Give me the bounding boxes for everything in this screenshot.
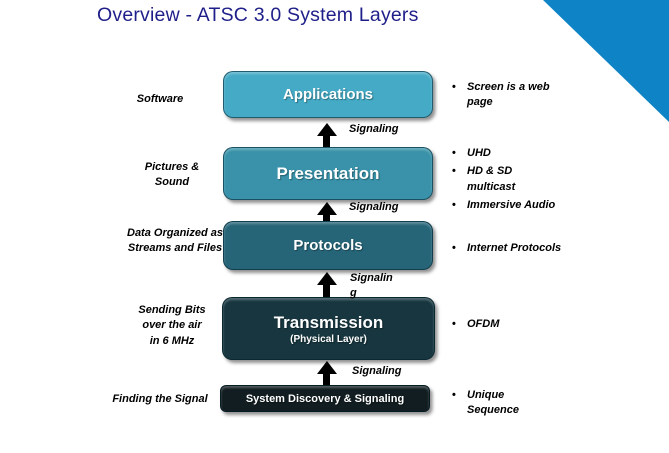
list-item: • Immersive Audio [452, 198, 582, 213]
bullet-text: UHD [467, 147, 491, 159]
arrow-head [316, 272, 337, 285]
list-item: • OFDM [452, 317, 582, 332]
layer-box-label: Presentation [276, 163, 380, 183]
bullet-text: OFDM [467, 318, 500, 330]
bullet-text: Internet Protocols [467, 242, 562, 254]
up-arrow-icon [316, 123, 337, 147]
page-title: Overview - ATSC 3.0 System Layers [97, 4, 419, 26]
left-label-software: Software [136, 93, 184, 105]
bullet-icon: • [452, 318, 456, 330]
bullet-icon: • [452, 389, 456, 401]
bullet-list-protocols: • Internet Protocols [452, 241, 612, 256]
signaling-label: Signaling [349, 123, 399, 135]
list-item: • Screen is a web page [452, 80, 582, 111]
layer-box-protocols: Protocols [223, 221, 433, 270]
bullet-text: HD & SD multicast [467, 165, 516, 193]
arrow-head [316, 202, 337, 215]
arrow-shaft [323, 374, 330, 385]
bullet-text: Screen is a web page [467, 81, 550, 109]
bullet-icon: • [452, 242, 456, 254]
layer-box-system-discovery: System Discovery & Signaling [220, 385, 430, 412]
list-item: • UHD [452, 146, 582, 161]
bullet-text: Immersive Audio [467, 199, 556, 212]
left-label-pictures-sound: Pictures & Sound [144, 161, 200, 189]
bullet-text: Unique Sequence [467, 389, 519, 417]
list-item: • Internet Protocols [452, 241, 612, 256]
bullet-icon: • [452, 81, 456, 93]
bullet-list-applications: • Screen is a web page [452, 80, 582, 111]
bullet-list-system-discovery: • Unique Sequence [452, 388, 582, 419]
layer-box-transmission: Transmission (Physical Layer) [222, 297, 435, 360]
signaling-label: Signaling [352, 365, 402, 377]
signaling-label: Signalin g [350, 272, 393, 299]
arrow-head [316, 361, 337, 374]
arrow-shaft [323, 136, 330, 147]
list-item: • HD & SD multicast [452, 164, 582, 195]
left-label-sending-bits: Sending Bits over the air in 6 MHz [138, 304, 206, 347]
signaling-label: Signaling [349, 201, 399, 213]
bullet-icon: • [452, 165, 456, 178]
bullet-list-transmission: • OFDM [452, 317, 582, 332]
up-arrow-icon [316, 361, 337, 385]
layer-box-applications: Applications [223, 71, 433, 118]
layer-box-sublabel: (Physical Layer) [290, 333, 367, 345]
layer-box-label: System Discovery & Signaling [245, 392, 405, 405]
layer-box-label: Protocols [293, 237, 363, 254]
bullet-icon: • [452, 147, 456, 159]
layer-box-presentation: Presentation [223, 147, 433, 200]
layer-box-label: Applications [282, 86, 373, 103]
bullet-list-presentation: • UHD • HD & SD multicast • Immersive Au… [452, 146, 582, 214]
layer-box-label: Transmission [273, 312, 384, 332]
list-item: • Unique Sequence [452, 388, 582, 419]
left-label-data-organized: Data Organized as Streams and Files [127, 227, 223, 255]
bullet-icon: • [452, 199, 456, 212]
arrow-shaft [323, 285, 330, 297]
arrow-head [316, 123, 337, 136]
up-arrow-icon [316, 272, 337, 297]
left-label-finding-signal: Finding the Signal [112, 393, 208, 405]
arrow-shaft [323, 215, 330, 221]
up-arrow-icon [316, 202, 337, 221]
